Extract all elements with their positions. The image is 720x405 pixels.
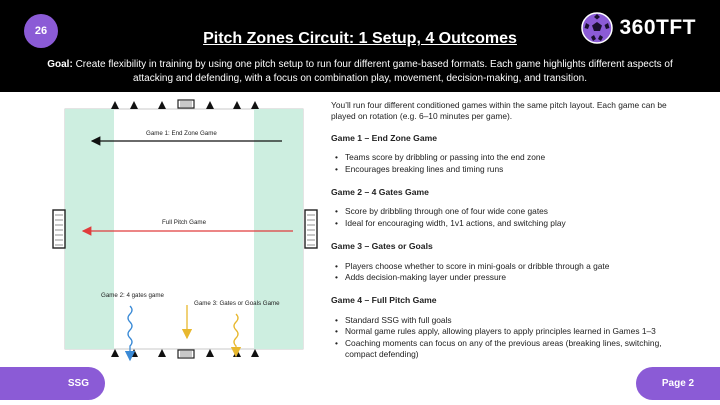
game-bullet-list: Teams score by dribbling or passing into… — [331, 152, 691, 175]
cone-icon — [158, 101, 166, 109]
cone-icon — [251, 349, 259, 357]
page-indicator: Page 2 — [636, 367, 720, 400]
cone-icon — [233, 349, 241, 357]
page-title: Pitch Zones Circuit: 1 Setup, 4 Outcomes — [203, 30, 517, 47]
list-item: Players choose whether to score in mini-… — [331, 261, 691, 273]
game-heading: Game 1 – End Zone Game — [331, 132, 438, 143]
football-icon — [581, 12, 614, 44]
dribble-arrow-yellow — [230, 313, 242, 358]
list-item: Teams score by dribbling or passing into… — [331, 152, 691, 164]
game-heading: Game 2 – 4 Gates Game — [331, 187, 429, 198]
end-zone-right — [254, 109, 303, 349]
cone-icon — [251, 101, 259, 109]
cone-icon — [233, 101, 241, 109]
end-zone-left — [65, 109, 114, 349]
cone-icon — [111, 349, 119, 357]
goal-description: Create flexibility in training by using … — [72, 59, 673, 84]
cone-icon — [206, 101, 214, 109]
mini-goal-bottom — [177, 349, 195, 359]
goal-text: Goal: Create flexibility in training by … — [36, 58, 684, 86]
cone-icon — [158, 349, 166, 357]
list-item: Standard SSG with full goals — [331, 315, 691, 327]
list-item: Score by dribbling through one of four w… — [331, 206, 691, 218]
list-item: Coaching moments can focus on any of the… — [331, 338, 691, 361]
pitch-svg: Game 1: End Zone Game Full Pitch Game Ga… — [52, 99, 318, 362]
game1-label: Game 1: End Zone Game — [146, 130, 217, 137]
pitch-diagram: Game 1: End Zone Game Full Pitch Game Ga… — [50, 98, 320, 364]
brand-logo: 360TFT — [581, 12, 696, 44]
header-bar: 26 Pitch Zones Circuit: 1 Setup, 4 Outco… — [0, 0, 720, 92]
section-tag: SSG — [0, 367, 105, 400]
goal-label: Goal: — [47, 59, 73, 70]
full-goal-right — [304, 209, 318, 249]
list-item: Normal game rules apply, allowing player… — [331, 326, 691, 338]
list-item: Ideal for encouraging width, 1v1 actions… — [331, 218, 691, 230]
page-number-badge: 26 — [24, 14, 58, 48]
cone-icon — [206, 349, 214, 357]
session-notes: You’ll run four different conditioned ga… — [331, 100, 691, 373]
game-bullet-list: Standard SSG with full goals Normal game… — [331, 315, 691, 361]
full-goal-left — [52, 209, 66, 249]
game3-label: Game 3: Gates or Goals Game — [194, 300, 280, 307]
list-item: Adds decision-making layer under pressur… — [331, 272, 691, 284]
game-heading: Game 3 – Gates or Goals — [331, 241, 433, 252]
cone-icon — [111, 101, 119, 109]
mini-goal-top — [177, 99, 195, 109]
game-bullet-list: Players choose whether to score in mini-… — [331, 261, 691, 284]
cone-icon — [130, 349, 138, 357]
game-heading: Game 4 – Full Pitch Game — [331, 295, 437, 306]
list-item: Encourages breaking lines and timing run… — [331, 164, 691, 176]
dribble-arrow-blue — [124, 305, 136, 362]
game2-label: Game 2: 4 gates game — [101, 292, 165, 299]
brand-name: 360TFT — [619, 16, 696, 39]
game-bullet-list: Score by dribbling through one of four w… — [331, 206, 691, 229]
full-pitch-label: Full Pitch Game — [162, 219, 207, 226]
intro-text: You’ll run four different conditioned ga… — [331, 100, 667, 122]
cone-icon — [130, 101, 138, 109]
